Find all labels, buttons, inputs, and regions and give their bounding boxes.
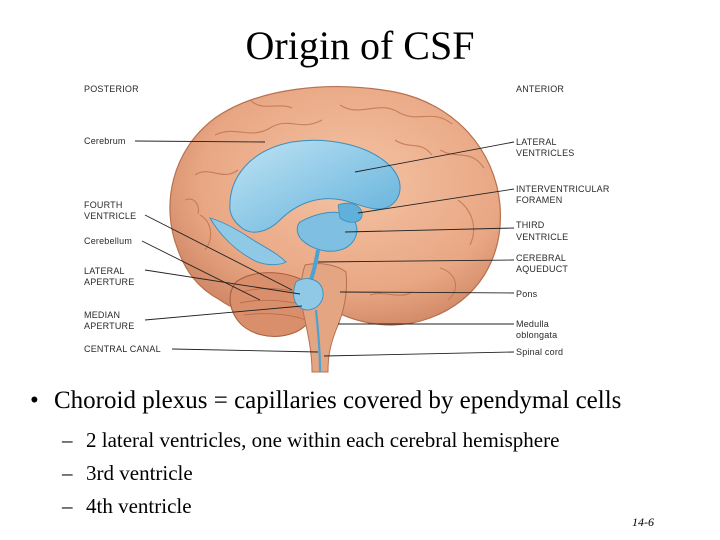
- label-interventricular-foramen-1: INTERVENTRICULAR: [516, 184, 610, 194]
- bullet-text: Choroid plexus = capillaries covered by …: [54, 387, 622, 414]
- label-medulla-1: Medulla: [516, 319, 549, 329]
- sub-bullet-item: –3rd ventricle: [62, 457, 559, 490]
- label-lateral-ventricles-1: LATERAL: [516, 137, 557, 147]
- label-lateral-ventricles-2: VENTRICLES: [516, 148, 575, 158]
- label-cerebral-aqueduct-1: CEREBRAL: [516, 253, 566, 263]
- bullet-marker: •: [30, 387, 39, 414]
- page-number: 14-6: [632, 515, 654, 529]
- label-central-canal: CENTRAL CANAL: [84, 344, 161, 354]
- label-median-aperture-1: MEDIAN: [84, 310, 120, 320]
- label-lateral-aperture-1: LATERAL: [84, 266, 125, 276]
- sub-bullet-text: 4th ventricle: [86, 494, 192, 518]
- sub-bullet-marker: –: [62, 461, 73, 485]
- sub-bullet-list: –2 lateral ventricles, one within each c…: [62, 424, 559, 523]
- label-fourth-ventricle-1: FOURTH: [84, 200, 123, 210]
- label-cerebrum: Cerebrum: [84, 136, 126, 146]
- label-third-ventricle-1: THIRD: [516, 220, 545, 230]
- label-cerebral-aqueduct-2: AQUEDUCT: [516, 264, 568, 274]
- sub-bullet-item: –4th ventricle: [62, 490, 559, 523]
- label-lateral-aperture-2: APERTURE: [84, 277, 134, 287]
- temporal-horn-shape: [209, 217, 287, 266]
- label-pons: Pons: [516, 289, 538, 299]
- central-canal-shape: [314, 309, 322, 373]
- lateral-ventricle-shape: [229, 139, 401, 233]
- label-fourth-ventricle-2: VENTRICLE: [84, 211, 136, 221]
- label-interventricular-foramen-2: FORAMEN: [516, 195, 562, 205]
- sub-bullet-item: –2 lateral ventricles, one within each c…: [62, 424, 559, 457]
- fourth-ventricle-shape: [293, 278, 324, 311]
- brain-ventricles-illustration: POSTERIOR Cerebrum FOURTH VENTRICLE Cere…: [84, 84, 610, 373]
- sub-bullet-text: 3rd ventricle: [86, 461, 193, 485]
- bullet-choroid-plexus: • Choroid plexus = capillaries covered by…: [30, 386, 710, 416]
- sub-bullet-marker: –: [62, 428, 73, 452]
- label-anterior: ANTERIOR: [516, 84, 564, 94]
- label-third-ventricle-2: VENTRICLE: [516, 232, 568, 242]
- interventricular-foramen-shape: [337, 202, 363, 223]
- label-median-aperture-2: APERTURE: [84, 321, 134, 331]
- sub-bullet-text: 2 lateral ventricles, one within each ce…: [86, 428, 560, 452]
- label-cerebellum: Cerebellum: [84, 236, 132, 246]
- label-posterior: POSTERIOR: [84, 84, 139, 94]
- sub-bullet-marker: –: [62, 494, 73, 518]
- slide-title: Origin of CSF: [245, 23, 475, 68]
- label-medulla-2: oblongata: [516, 330, 557, 340]
- label-spinal-cord: Spinal cord: [516, 347, 563, 357]
